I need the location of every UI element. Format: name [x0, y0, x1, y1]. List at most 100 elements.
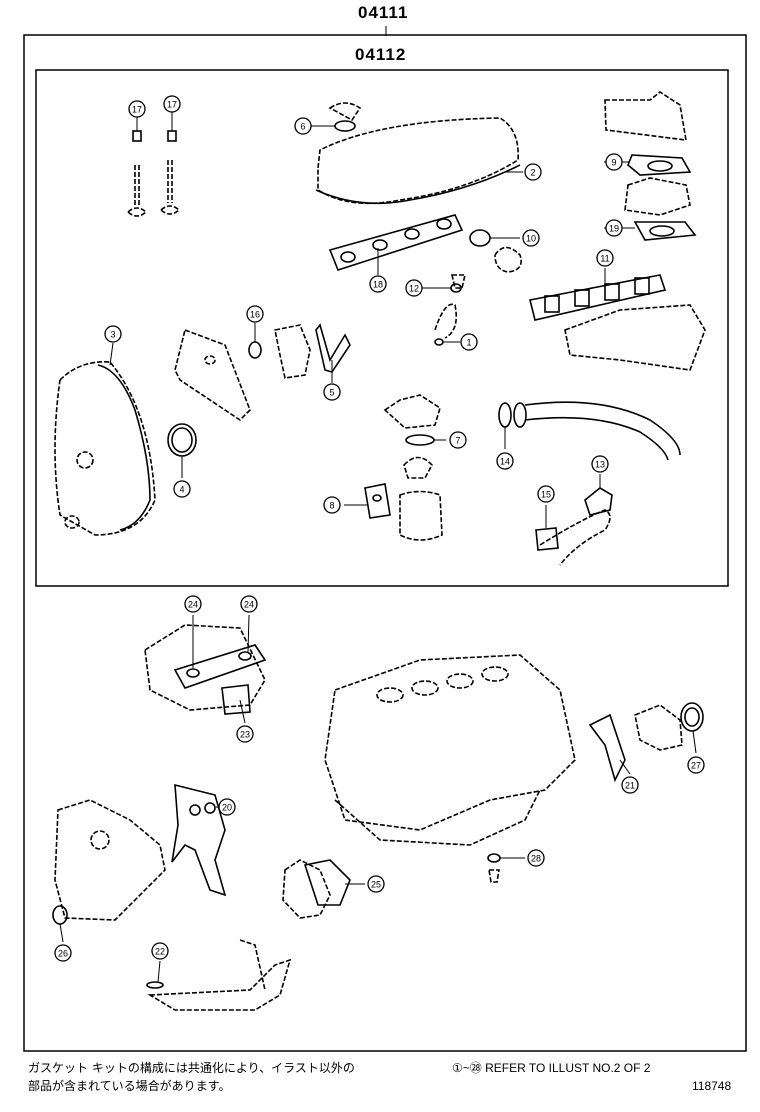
- callout-label: 14: [500, 457, 510, 467]
- note-japanese-line-2: 部品が含まれている場合があります。: [28, 1079, 231, 1093]
- callout-c17a: 17: [128, 100, 146, 118]
- callout-c3: 3: [104, 325, 122, 343]
- exhaust-manifold-gasket-part: [529, 274, 706, 371]
- callout-c23: 23: [236, 725, 254, 743]
- callout-c20: 20: [218, 798, 236, 816]
- callout-circle: [596, 249, 614, 267]
- callout-c24b: 24: [240, 595, 258, 613]
- callout-label: 20: [222, 803, 232, 813]
- note-japanese-line-1: ガスケット キットの構成には共通化により、イラスト以外の: [28, 1061, 355, 1075]
- callout-circle: [246, 305, 264, 323]
- callout-label: 22: [155, 947, 165, 957]
- front-cover-gasket-part: [174, 328, 262, 422]
- callout-circle: [323, 496, 341, 514]
- leader-lines: [59, 112, 697, 983]
- callout-label: 23: [240, 730, 250, 740]
- callout-label: 10: [526, 234, 536, 244]
- callout-c17b: 17: [163, 95, 181, 113]
- timing-case-gasket-part: [52, 799, 166, 925]
- callout-circle: [367, 875, 385, 893]
- callout-circle: [54, 944, 72, 962]
- callout-label: 26: [58, 949, 68, 959]
- callout-circle: [240, 595, 258, 613]
- callout-c21: 21: [621, 776, 639, 794]
- oil-filter-gasket-part: [364, 483, 443, 541]
- thermostat-gasket-part: [383, 394, 441, 479]
- callout-label: 9: [611, 158, 616, 168]
- callout-label: 4: [179, 485, 184, 495]
- callout-c15: 15: [537, 485, 555, 503]
- callout-circle: [527, 849, 545, 867]
- callout-label: 5: [329, 388, 334, 398]
- oil-strainer-gasket-part: [146, 939, 292, 1011]
- rear-oil-seal-retainer-part: [588, 702, 704, 783]
- outer-kit-frame: [23, 34, 747, 1052]
- callout-c24a: 24: [184, 595, 202, 613]
- callout-c11: 11: [596, 249, 614, 267]
- callout-label: 24: [244, 600, 254, 610]
- inner-kit-number: 04112: [355, 45, 407, 64]
- callout-label: 21: [625, 781, 635, 791]
- callout-label: 8: [329, 501, 334, 511]
- callout-circle: [522, 229, 540, 247]
- callout-c13: 13: [591, 455, 609, 473]
- callout-label: 1: [466, 338, 471, 348]
- callout-label: 27: [691, 761, 701, 771]
- callout-circle: [605, 153, 623, 171]
- callout-circle: [173, 480, 191, 498]
- inner-kit-frame: [35, 69, 729, 587]
- reference-note: ①~㉘ REFER TO ILLUST NO.2 OF 2: [452, 1061, 651, 1075]
- callout-c16: 16: [246, 305, 264, 323]
- callout-circle: [405, 279, 423, 297]
- callout-label: 11: [600, 254, 609, 264]
- head-cover-gasket-part: [315, 102, 521, 205]
- callout-c27: 27: [687, 756, 705, 774]
- callout-circle: [460, 333, 478, 351]
- illustration-id: 118748: [692, 1079, 732, 1093]
- callout-c26: 26: [54, 944, 72, 962]
- callout-c4: 4: [173, 480, 191, 498]
- callout-label: 25: [371, 880, 381, 890]
- callout-label: 12: [409, 284, 419, 294]
- water-bypass-pipe-part: [498, 401, 681, 461]
- exhaust-flange-gasket-part: [604, 91, 697, 241]
- water-outlet-gasket-part: [469, 229, 522, 273]
- callout-circle: [524, 163, 542, 181]
- callout-circle: [496, 452, 514, 470]
- bracket-gasket-part: [274, 323, 351, 379]
- callout-label: 28: [531, 854, 541, 864]
- callout-circle: [184, 595, 202, 613]
- callout-circle: [163, 95, 181, 113]
- callout-circle: [236, 725, 254, 743]
- drain-plug-gasket-part: [487, 853, 501, 883]
- callout-circle: [104, 325, 122, 343]
- callout-circle: [687, 756, 705, 774]
- callout-c7: 7: [449, 431, 467, 449]
- callout-circle: [218, 798, 236, 816]
- callout-c22: 22: [151, 942, 169, 960]
- callout-circle: [369, 275, 387, 293]
- callout-label: 13: [595, 460, 605, 470]
- callout-c1: 1: [460, 333, 478, 351]
- callout-circle: [537, 485, 555, 503]
- callout-c28: 28: [527, 849, 545, 867]
- callout-label: 15: [541, 490, 551, 500]
- callout-c10: 10: [522, 229, 540, 247]
- oil-pan-seal-part: [434, 274, 467, 346]
- callout-label: 17: [167, 100, 177, 110]
- callout-circle: [605, 219, 623, 237]
- valve-stem-seal-part: [127, 130, 181, 217]
- callout-label: 18: [373, 280, 383, 290]
- water-inlet-gasket-part: [535, 487, 613, 566]
- callout-circle: [128, 100, 146, 118]
- callout-circle: [294, 117, 312, 135]
- callout-label: 24: [188, 600, 198, 610]
- callout-circle: [449, 431, 467, 449]
- callout-c5: 5: [323, 383, 341, 401]
- callout-label: 7: [455, 436, 460, 446]
- water-pump-gasket-part: [282, 859, 351, 919]
- callout-label: 6: [300, 122, 305, 132]
- callout-circle: [151, 942, 169, 960]
